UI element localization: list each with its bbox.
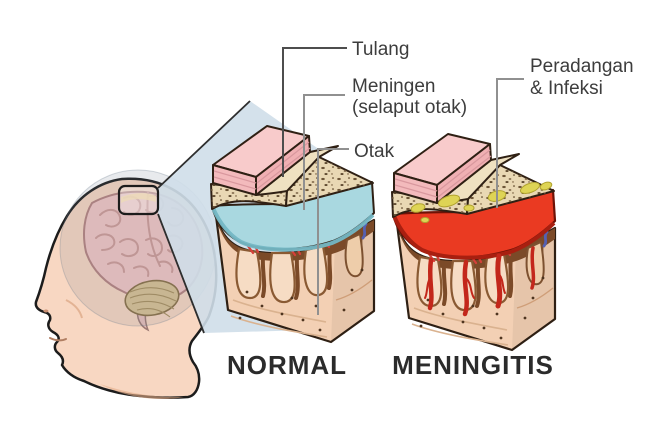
cerebellum [124, 279, 180, 318]
cheek-crease [65, 299, 83, 319]
leader-meningen [303, 94, 345, 210]
infection-vessels [424, 246, 536, 317]
meninges-inflamed-edge [392, 215, 556, 260]
mouth-line [49, 337, 67, 342]
nostril [43, 309, 49, 313]
leader-tulang [282, 47, 347, 177]
skull-band-in-box [121, 193, 156, 203]
leader-peradangan [496, 78, 524, 208]
leader-lines [282, 47, 524, 315]
label-peradangan-line2: & Infeksi [530, 78, 603, 99]
normal-block [210, 125, 376, 344]
meningitis-block [391, 133, 557, 352]
meninges-healthy-edge [211, 207, 375, 252]
label-otak: Otak [354, 141, 395, 162]
cone-edge-bottom [157, 213, 205, 334]
label-meningen-line2: (selaput otak) [352, 97, 467, 118]
label-tulang: Tulang [352, 39, 409, 60]
label-peradangan-line1: Peradangan [530, 56, 634, 77]
cerebellum-lines [129, 287, 177, 318]
caption-meningitis: MENINGITIS [392, 350, 554, 380]
leader-otak [317, 148, 349, 315]
neck-shade [100, 384, 184, 400]
caption-normal: NORMAL [227, 350, 347, 380]
block-captions: NORMAL MENINGITIS [227, 350, 554, 380]
anatomy-labels: Tulang Meningen (selaput otak) Otak Pera… [352, 39, 634, 162]
cone-edge-top [157, 100, 251, 189]
magnifier-box [117, 184, 160, 216]
label-meningen-line1: Meningen [352, 76, 435, 97]
